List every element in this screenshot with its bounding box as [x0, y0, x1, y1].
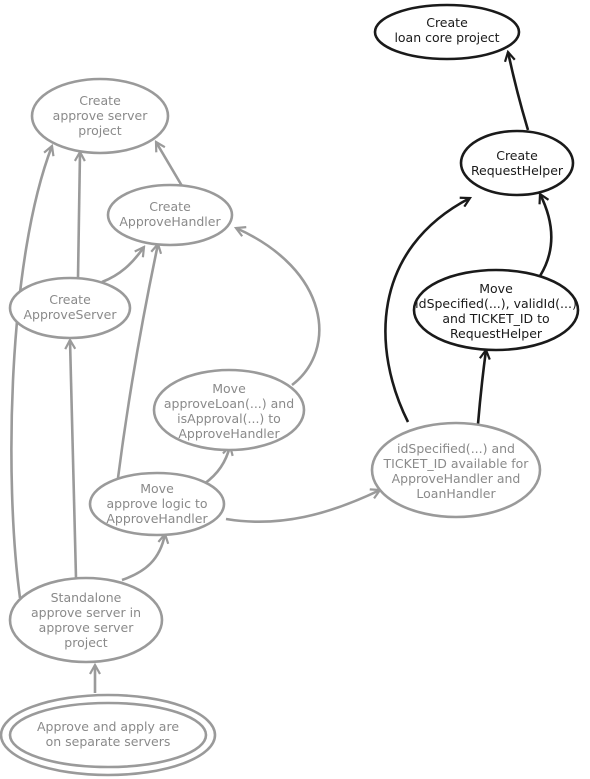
edge-move-approveloan-to-handler — [236, 228, 321, 387]
node-standalone-line-3: approve server — [39, 620, 135, 635]
node-move-idspecified-line-4: RequestHelper — [450, 326, 543, 341]
node-separate-servers: Approve and apply are on separate server… — [0, 693, 217, 777]
node-idspecified-available-line-4: LoanHandler — [416, 486, 496, 501]
node-idspecified-available-line-2: TICKET_ID available for — [383, 456, 530, 471]
edge-handler-to-project — [156, 142, 184, 187]
node-loan-core: Create loan core project — [373, 3, 521, 61]
edge-move-idspecified-to-request-helper — [540, 194, 553, 277]
node-move-idspecified: Move idSpecified(...), validId(...) and … — [412, 268, 580, 352]
node-request-helper: Create RequestHelper — [459, 129, 575, 197]
edge-move-logic-to-available — [225, 490, 380, 524]
node-move-approve-logic-line-2: approve logic to — [106, 496, 207, 511]
edge-standalone-to-approve-server-project — [10, 146, 52, 599]
edge-approve-server-to-project — [78, 152, 80, 279]
node-move-approveloan-line-1: Move — [212, 381, 246, 396]
node-approve-handler: Create ApproveHandler — [106, 183, 234, 247]
node-standalone-line-1: Standalone — [51, 590, 122, 605]
node-request-helper-line-1: Create — [496, 148, 538, 163]
node-approve-server-project: Create approve server project — [30, 77, 170, 155]
node-approve-server-line-2: ApproveServer — [23, 307, 117, 322]
node-standalone-line-2: approve server in — [31, 605, 141, 620]
node-move-approveloan-line-2: approveLoan(...) and — [164, 396, 294, 411]
node-separate-servers-line-2: on separate servers — [46, 734, 171, 749]
node-move-approveloan-line-4: ApproveHandler — [178, 426, 280, 441]
node-approve-server-line-1: Create — [49, 292, 91, 307]
node-move-idspecified-line-1: Move — [479, 281, 513, 296]
edge-available-to-request-helper — [384, 198, 470, 423]
node-standalone: Standalone approve server in approve ser… — [8, 576, 164, 664]
edge-request-helper-to-loan-core — [508, 52, 530, 131]
node-separate-servers-line-1: Approve and apply are — [37, 719, 179, 734]
node-approve-server: Create ApproveServer — [8, 276, 132, 340]
node-approve-server-project-line-3: project — [78, 123, 121, 138]
node-move-idspecified-line-3: and TICKET_ID to — [442, 311, 549, 326]
node-approve-server-project-line-1: Create — [79, 93, 121, 108]
edge-approve-server-to-handler — [101, 247, 144, 284]
node-idspecified-available: idSpecified(...) and TICKET_ID available… — [370, 421, 542, 519]
edge-move-logic-to-handler — [116, 244, 158, 479]
node-move-approve-logic-line-1: Move — [140, 481, 174, 496]
node-move-approve-logic: Move approve logic to ApproveHandler — [88, 471, 226, 537]
node-move-idspecified-line-2: idSpecified(...), validId(...) — [415, 296, 577, 311]
node-idspecified-available-line-3: ApproveHandler and — [392, 471, 521, 486]
node-move-approveloan: Move approveLoan(...) and isApproval(...… — [152, 368, 306, 452]
node-approve-server-project-line-2: approve server — [53, 108, 149, 123]
edge-standalone-to-approve-server — [70, 340, 78, 579]
node-move-approve-logic-line-3: ApproveHandler — [106, 511, 208, 526]
edge-move-logic-to-move-approveloan — [203, 446, 230, 486]
node-loan-core-line-1: Create — [426, 15, 468, 30]
node-approve-handler-line-2: ApproveHandler — [119, 214, 221, 229]
edge-standalone-to-move-logic — [121, 534, 165, 582]
node-request-helper-line-2: RequestHelper — [471, 163, 564, 178]
node-loan-core-line-2: loan core project — [394, 30, 499, 45]
node-move-approveloan-line-3: isApproval(...) to — [177, 411, 281, 426]
node-standalone-line-4: project — [64, 635, 107, 650]
edges-grey — [10, 142, 380, 693]
node-approve-handler-line-1: Create — [149, 199, 191, 214]
edges-black — [384, 52, 553, 425]
edge-available-to-move-idspecified — [476, 350, 486, 425]
node-idspecified-available-line-1: idSpecified(...) and — [397, 441, 515, 456]
